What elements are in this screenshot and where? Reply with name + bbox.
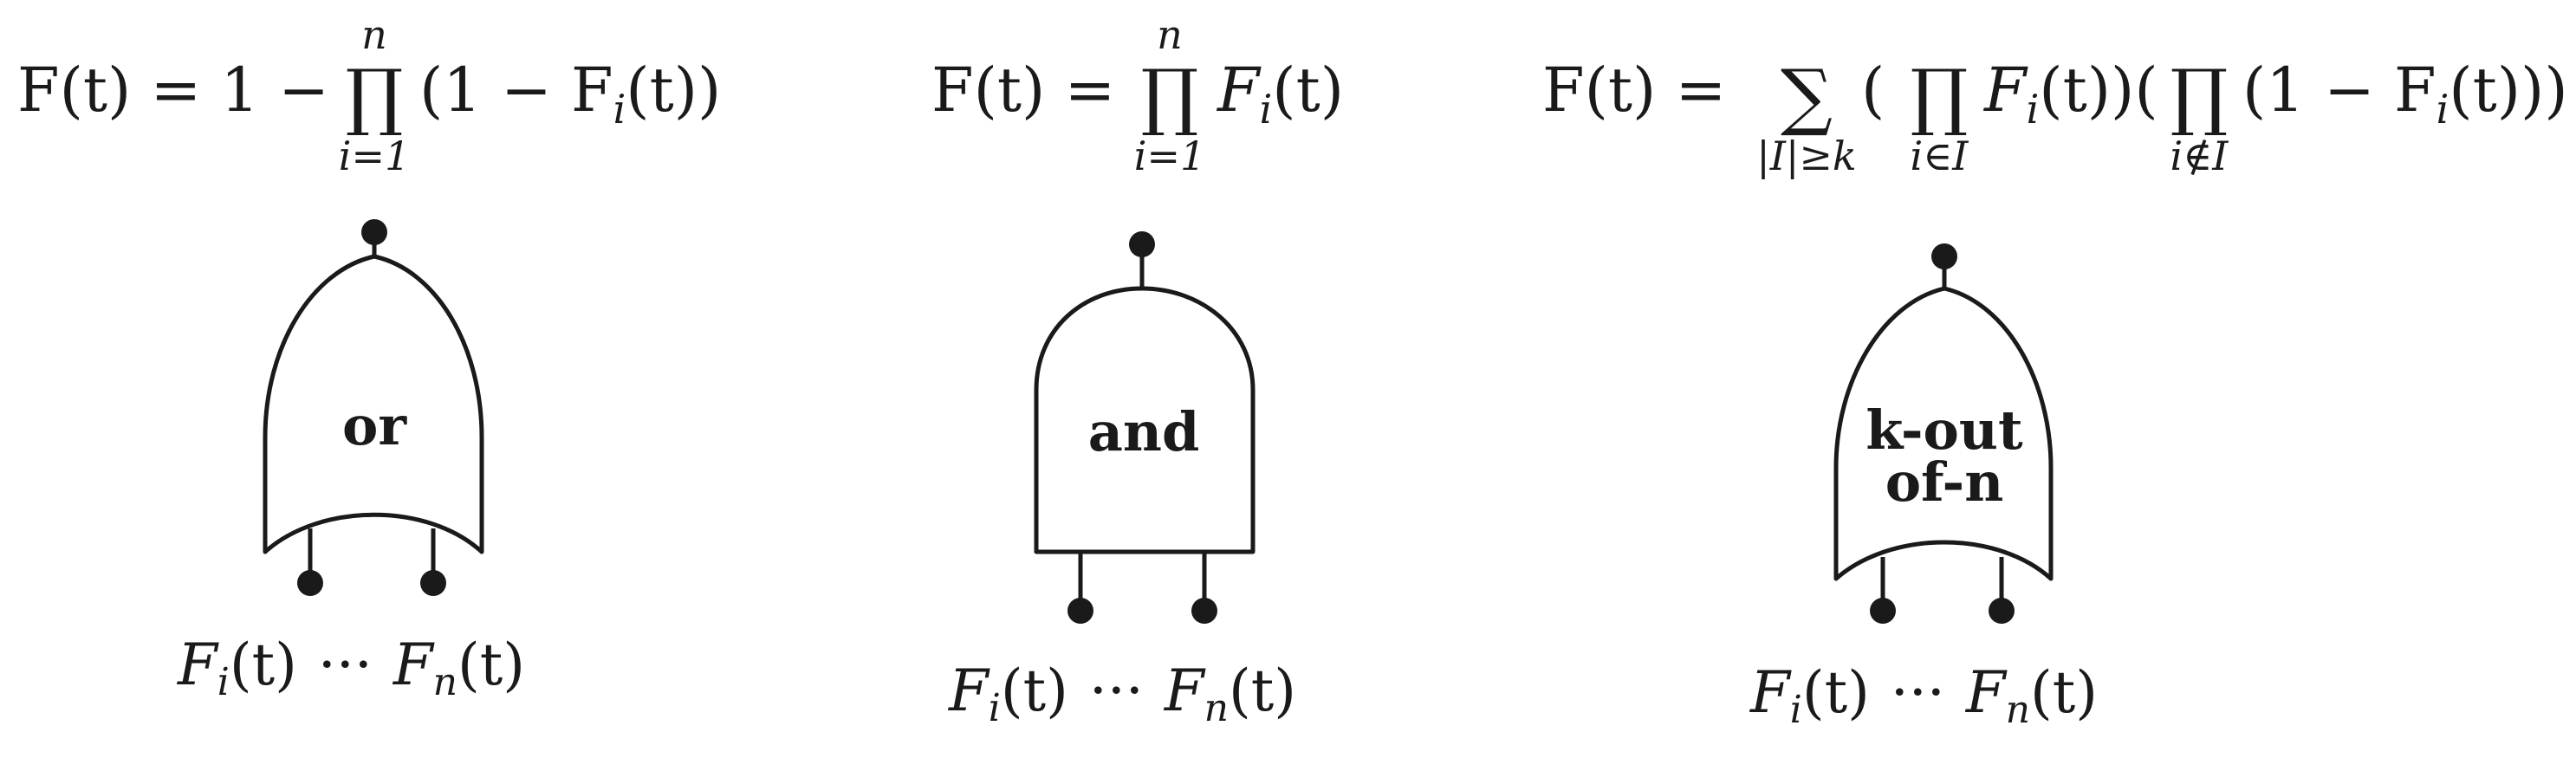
and-formula-rhs: Fi(t) [1216,55,1344,133]
and-formula: F(t) = n ∏ i=1 Fi(t) [931,11,1344,179]
and-gate-body [1034,286,1256,554]
or-formula-lhs: F(t) = 1 − [17,55,329,126]
k-out-of-n-formula-product2-lower: i∉I [2170,133,2229,179]
k-out-of-n-formula-product2-symbol: ∏ [2170,54,2229,139]
or-input-terminal-first[interactable] [297,570,323,596]
and-input-terminal-first[interactable] [1067,598,1093,624]
or-formula-product-symbol: ∏ [346,54,404,139]
and-gate-group: F(t) = n ∏ i=1 Fi(t) and Fi(t)···Fn(t) [931,11,1344,730]
k-out-of-n-gate-group: F(t) = ∑ |I|≥k ( ∏ i∈I Fi(t))( ∏ i∉I (1 … [1542,54,2568,732]
k-out-of-n-gate-label-line2: of-n [1885,450,2004,514]
k-out-of-n-formula-product1-lower: i∈I [1911,133,1969,179]
k-out-of-n-formula-term2: (1 − Fi(t))) [2242,55,2568,133]
or-input-terminal-last[interactable] [420,570,446,596]
or-gate-body [263,254,484,554]
and-formula-upper-limit: n [1157,11,1183,58]
k-out-of-n-formula-open-paren: ( [1861,55,1885,126]
k-out-of-n-gate-body [1833,286,2054,581]
or-formula: F(t) = 1 − n ∏ i=1 (1 − Fi(t)) [17,11,721,179]
and-input-terminal-last[interactable] [1191,598,1217,624]
k-out-of-n-formula-term1: Fi(t))( [1982,55,2158,133]
or-inputs-label: Fi(t)···Fn(t) [177,632,525,704]
k-out-of-n-inputs-label: Fi(t)···Fn(t) [1749,659,2098,732]
k-out-of-n-formula-lhs: F(t) = [1542,55,1726,126]
k-out-of-n-formula-product1-symbol: ∏ [1911,54,1969,139]
or-formula-rhs-main: (1 − F [419,55,613,126]
or-formula-rhs: (1 − Fi(t)) [419,55,721,133]
or-output-terminal[interactable] [361,219,387,245]
k-out-of-n-formula-sum-lower: |I|≥k [1756,133,1857,179]
and-formula-lower-limit: i=1 [1134,133,1206,179]
k-out-of-n-gate-label-line1: k-out [1865,398,2023,462]
or-formula-rhs-end: (t)) [626,55,721,126]
or-gate-label: or [342,394,407,457]
or-formula-rhs-sub: i [613,86,626,133]
or-formula-upper-limit: n [361,11,387,58]
and-formula-lhs: F(t) = [931,55,1115,126]
k-out-of-n-input-terminal-first[interactable] [1870,598,1896,624]
k-out-of-n-formula: F(t) = ∑ |I|≥k ( ∏ i∈I Fi(t))( ∏ i∉I (1 … [1542,54,2568,179]
and-gate-label: and [1088,400,1200,463]
or-formula-lower-limit: i=1 [339,133,411,179]
k-out-of-n-formula-sum-symbol: ∑ [1781,54,1833,139]
or-gate-group: F(t) = 1 − n ∏ i=1 (1 − Fi(t)) or Fi(t)·… [17,11,721,704]
k-out-of-n-output-terminal[interactable] [1931,243,1957,269]
k-out-of-n-input-terminal-last[interactable] [1989,598,2015,624]
and-output-terminal[interactable] [1129,231,1155,257]
and-formula-product-symbol: ∏ [1141,54,1199,139]
and-inputs-label: Fi(t)···Fn(t) [948,658,1296,730]
